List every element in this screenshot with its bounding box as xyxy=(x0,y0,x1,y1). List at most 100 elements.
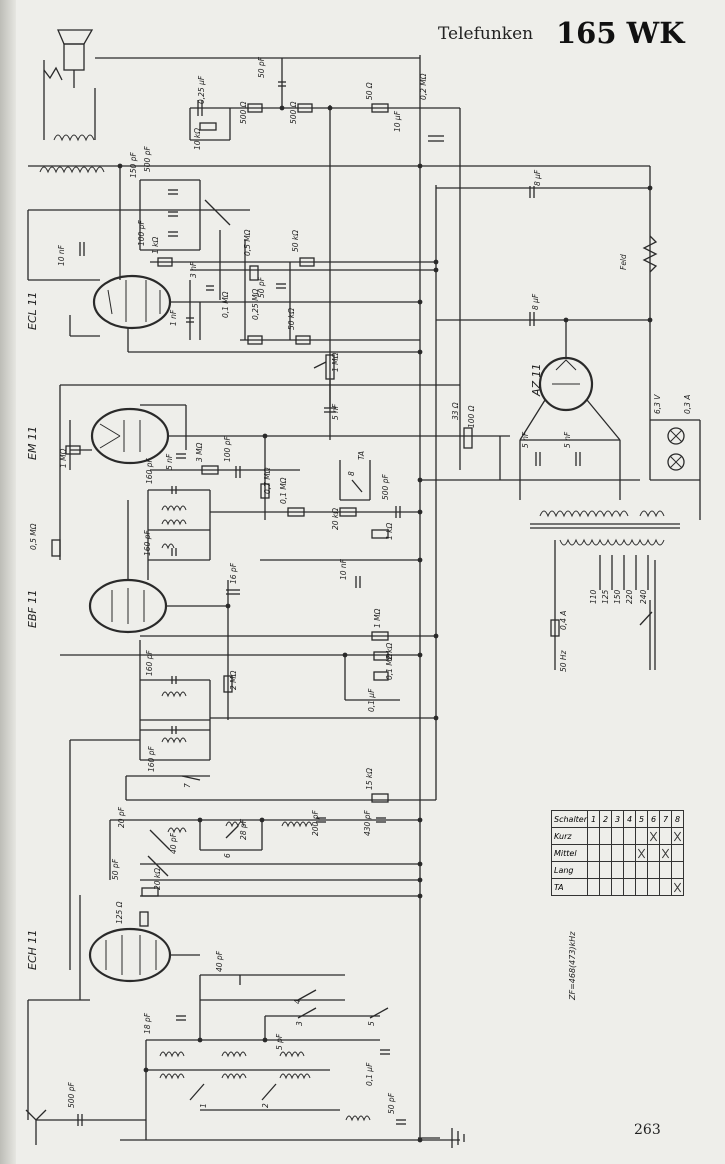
label-lamp-current: 0,3 A xyxy=(683,395,692,414)
label-c-50pf-c: 50 pF xyxy=(111,858,120,880)
label-r-2m: 2 MΩ xyxy=(229,670,238,690)
label-c-50pf-b: 50 pF xyxy=(257,276,266,298)
switch-number-cell: 2 xyxy=(599,810,613,828)
switch-mark-cell xyxy=(587,844,601,862)
model-title: 165 WK xyxy=(556,16,685,50)
switch-table-row: Lang xyxy=(550,861,685,879)
power-transformer xyxy=(530,510,680,670)
switch-mark-cell xyxy=(623,844,637,862)
resistors-top xyxy=(157,103,389,345)
capacitors-top xyxy=(79,81,650,326)
ebf11-tube xyxy=(88,578,168,634)
label-switch-8: 8 xyxy=(347,471,356,476)
label-c-025: 0,25 µF xyxy=(197,75,206,104)
switch-mark-cell xyxy=(599,844,613,862)
speaker-icon xyxy=(43,29,94,100)
label-c-100pf: 100 pF xyxy=(137,220,146,246)
switch-mark-cell xyxy=(599,878,613,896)
label-az11: AZ 11 xyxy=(530,363,543,397)
volume-potentiometer xyxy=(313,354,336,413)
switch-table-row-label: Mittel xyxy=(550,844,589,862)
switch-mark-cell xyxy=(659,844,673,862)
label-c-28pf: 28 pF xyxy=(239,818,248,840)
label-c-160pf-a: 160 pF xyxy=(145,458,154,484)
supply-rails xyxy=(28,55,651,1148)
label-c-40pf-b: 40 pF xyxy=(215,950,224,972)
label-c-160pf-c: 160 pF xyxy=(145,650,154,676)
switch-mark-cell xyxy=(671,861,685,879)
label-switch-2: 2 xyxy=(261,1103,270,1108)
label-r-1k: 1 kΩ xyxy=(151,237,160,254)
switch-mark-cell xyxy=(647,844,661,862)
hum-balance-pot xyxy=(420,427,640,500)
ecl11-network xyxy=(27,105,436,440)
switch-table-row-label: Lang xyxy=(550,861,589,879)
label-r-1m-b: 1 MΩ xyxy=(373,608,382,628)
switch-table-row: TA xyxy=(550,878,685,896)
label-c-150pf: 150 pF xyxy=(129,152,138,178)
detector-network xyxy=(51,460,436,720)
label-r-500b: 500 Ω xyxy=(289,101,298,124)
label-c-500pf-ant: 500 pF xyxy=(67,1082,76,1108)
label-ecl11: ECL 11 xyxy=(26,292,39,330)
label-r-01m-c: 0,1 MΩ xyxy=(385,653,394,680)
label-c-160pf-d: 160 pF xyxy=(147,746,156,772)
label-r-025m: 0,25 MΩ xyxy=(251,288,260,320)
switch-number-cell: 7 xyxy=(659,810,673,828)
label-c-20pf: 20 pF xyxy=(117,806,126,828)
top-feedback-network xyxy=(95,57,461,470)
label-c-3nf: 3 nF xyxy=(189,261,198,278)
switch-table-row-label: TA xyxy=(550,878,589,896)
label-c-8uf-b: 8 µF xyxy=(531,293,540,310)
label-c-160pf-b: 160 pF xyxy=(143,530,152,556)
label-r-10k: 10 kΩ xyxy=(193,128,202,150)
label-r-3m: 3 MΩ xyxy=(195,442,204,462)
switch-mark-cell xyxy=(659,878,673,896)
label-c-10nf-b: 10 nF xyxy=(339,558,348,580)
label-c-18pf: 18 pF xyxy=(143,1012,152,1034)
oscillator-network xyxy=(109,775,436,927)
label-ech11: ECH 11 xyxy=(26,930,39,970)
switch-table-row: Mittel xyxy=(550,844,685,862)
switch-mark-cell xyxy=(599,827,613,845)
label-em11: EM 11 xyxy=(26,426,39,460)
label-c-40pf: 40 pF xyxy=(169,832,178,854)
switch-number-cell: 6 xyxy=(647,810,661,828)
tube-labels: ECL 11 EM 11 EBF 11 ECH 11 AZ 11 xyxy=(26,292,543,970)
switch-mark-cell xyxy=(659,861,673,879)
switch-mark-cell xyxy=(587,861,601,879)
label-c-5nf-c: 5 nF xyxy=(563,431,572,448)
label-r-50k-b: 50 kΩ xyxy=(287,308,296,330)
label-switch-6: 6 xyxy=(223,853,232,858)
label-r-1m-em: 1 MΩ xyxy=(59,448,68,468)
label-c-10uf: 10 µF xyxy=(393,110,402,132)
switch-mark-cell xyxy=(635,844,649,862)
label-c-5pf: 5 pF xyxy=(275,1033,284,1050)
label-r-02m: 0,2 MΩ xyxy=(419,73,428,100)
switch-table-row-label: Schalter xyxy=(550,810,589,828)
label-c-8uf-a: 8 µF xyxy=(533,169,542,186)
label-r-07m: 0,7 MΩ xyxy=(263,467,272,494)
label-r-50: 50 Ω xyxy=(365,82,374,100)
label-r-125: 125 Ω xyxy=(115,901,124,924)
label-r-2k: 2 kΩ xyxy=(385,643,394,660)
label-r-20k: 20 kΩ xyxy=(331,508,340,530)
label-c-50pf-d: 50 pF xyxy=(387,1092,396,1114)
label-c-430pf: 430 pF xyxy=(363,810,372,836)
label-r-01m: 0,1 MΩ xyxy=(221,291,230,318)
label-c-50pf-top: 50 pF xyxy=(257,56,266,78)
label-lamp-voltage: 6,3 V xyxy=(653,394,662,414)
component-labels: 0,25 µF 10 kΩ 50 pF 500 Ω 500 Ω 50 Ω 0,2… xyxy=(29,56,692,1114)
label-r-1k-b: 1 kΩ xyxy=(385,523,394,540)
if-filter-1 xyxy=(69,640,436,970)
label-r-15k: 15 kΩ xyxy=(365,768,374,790)
label-c-200pf: 200 pF xyxy=(311,810,320,836)
label-c-500pf-ta: 500 pF xyxy=(381,474,390,500)
switch-mark-cell xyxy=(587,827,601,845)
antenna-icon xyxy=(25,1109,146,1145)
switch-mark-cell xyxy=(659,827,673,845)
